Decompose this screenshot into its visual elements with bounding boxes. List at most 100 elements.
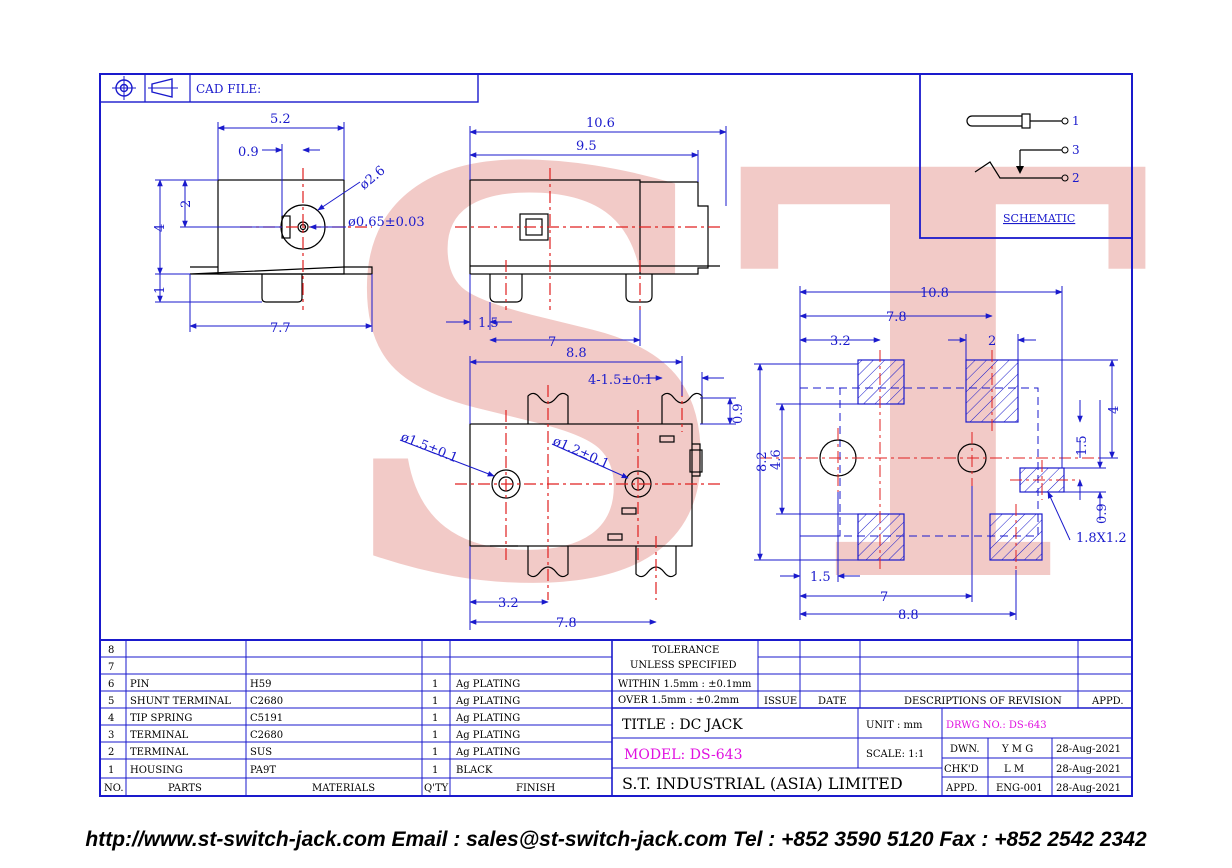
tolerance-over: OVER 1.5mm : ±0.2mm (618, 695, 740, 706)
bom-qty-2: 1 (432, 747, 438, 758)
dim-10-8: 10.8 (920, 286, 949, 301)
dim-1-5-pcb-v: 1.5 (1075, 435, 1090, 456)
company-name: S.T. INDUSTRIAL (ASIA) LIMITED (622, 774, 903, 793)
dim-8-8-pcb: 8.8 (898, 608, 919, 623)
bom-mat-4: C5191 (250, 713, 283, 724)
dim-4-pcb: 4 (1107, 406, 1122, 414)
cad-file-label: CAD FILE: (196, 82, 261, 96)
pcb-layout (760, 350, 1100, 570)
dim-8-8: 8.8 (566, 346, 587, 361)
dim-7-8-pcb: 7.8 (886, 310, 907, 325)
scale-label: SCALE: 1:1 (866, 749, 924, 760)
bom-fin-1: BLACK (456, 765, 493, 776)
cad-header: CAD FILE: (99, 73, 479, 103)
projection-cone-icon (148, 78, 178, 98)
revision-issue-header: ISSUE (764, 696, 797, 707)
unit-label: UNIT : mm (866, 720, 923, 731)
dim-0-9-pcb: 0.9 (1095, 503, 1110, 524)
bom-no-1: 1 (108, 765, 114, 776)
dim-7: 7 (548, 335, 556, 350)
bom-qty-4: 1 (432, 713, 438, 724)
side-view-labels: 10.6 9.5 1.5 7 (478, 116, 615, 350)
chkd-date: 28-Aug-2021 (1056, 764, 1121, 775)
dim-8-2: 8.2 (755, 451, 770, 472)
top-view (455, 385, 720, 600)
revision-date-header: DATE (818, 696, 847, 707)
dim-2: 2 (179, 200, 194, 208)
top-view-dims (399, 356, 736, 630)
dim-7-pcb: 7 (880, 590, 888, 605)
appd-label: APPD. (945, 783, 978, 794)
dim-4-6: 4.6 (769, 449, 784, 470)
model-number: MODEL: DS-643 (624, 747, 743, 763)
bom-no-2: 2 (108, 747, 114, 758)
dim-9-5: 9.5 (576, 139, 597, 154)
schematic-pin-2: 2 (1072, 171, 1080, 185)
appd-name: ENG-001 (996, 783, 1043, 794)
tolerance-title: TOLERANCE (652, 645, 719, 656)
bom-header-qty: Q'TY (424, 783, 449, 794)
tolerance-block: TOLERANCE UNLESS SPECIFIED WITHIN 1.5mm … (618, 645, 1124, 707)
dwn-label: DWN. (950, 744, 980, 755)
bom-no-5: 5 (108, 696, 114, 707)
title-block-grid (612, 708, 1132, 796)
bom-header-parts: PARTS (168, 783, 202, 794)
bom-header-no: NO. (104, 783, 124, 794)
bom-qty-1: 1 (432, 765, 438, 776)
dim-5-2: 5.2 (270, 112, 291, 127)
bom-no-8: 8 (108, 645, 114, 656)
tolerance-within: WITHIN 1.5mm : ±0.1mm (618, 679, 752, 690)
dim-3-2-pcb: 3.2 (830, 334, 851, 349)
watermark-text: ST (330, 50, 1151, 708)
bom-header-finish: FINISH (516, 783, 555, 794)
bom-part-1: HOUSING (130, 765, 183, 776)
bom-fin-2: Ag PLATING (455, 747, 520, 758)
bom-table-text: 8 7 6 PIN H59 1 Ag PLATING 5 SHUNT TERMI… (104, 645, 555, 794)
dim-1-5-pcb: 1.5 (810, 570, 831, 585)
dim-1: 1 (153, 286, 168, 294)
bom-qty-3: 1 (432, 730, 438, 741)
hole-inner-diameter: ø0.65±0.03 (348, 215, 425, 230)
drawing-title: TITLE : DC JACK (622, 717, 743, 733)
pcb-layout-labels: 10.8 7.8 3.2 2 8.2 4.6 4 1.5 0.9 1.5 7 8… (755, 286, 1127, 623)
dim-0-9-top: 0.9 (731, 403, 746, 424)
st-watermark: ST (330, 50, 1151, 708)
dim-7-7: 7.7 (270, 321, 291, 336)
chkd-name: L M (1004, 764, 1024, 775)
bom-qty-5: 1 (432, 696, 438, 707)
dim-0-9: 0.9 (238, 145, 259, 160)
bom-part-3: TERMINAL (130, 730, 189, 741)
pcb-pad-3 (857, 513, 905, 561)
drawing-number: DRWG NO.: DS-643 (946, 720, 1047, 731)
schematic-pin-1: 1 (1072, 114, 1080, 128)
dim-4: 4 (153, 224, 168, 232)
bom-fin-6: Ag PLATING (455, 679, 520, 690)
pcb-pad-1 (857, 359, 905, 405)
dwn-date: 28-Aug-2021 (1056, 744, 1121, 755)
bom-part-5: SHUNT TERMINAL (130, 696, 231, 707)
dwn-name: Y M G (1001, 744, 1033, 755)
bom-table (100, 639, 1132, 796)
title-block: TITLE : DC JACK MODEL: DS-643 S.T. INDUS… (622, 717, 1121, 794)
projection-circle-icon (112, 76, 136, 100)
pcb-layout-dims (754, 286, 1118, 620)
dim-7-8-top: 7.8 (556, 616, 577, 631)
bom-header-materials: MATERIALS (312, 783, 375, 794)
contact-footer: http://www.st-switch-jack.com Email : sa… (85, 828, 1147, 851)
bom-fin-3: Ag PLATING (455, 730, 520, 741)
schematic-title: SCHEMATIC (1003, 212, 1075, 225)
bom-part-2: TERMINAL (130, 747, 189, 758)
dim-2-pcb: 2 (988, 334, 996, 349)
bom-mat-2: SUS (250, 747, 272, 758)
revision-appd-header: APPD. (1091, 696, 1124, 707)
bom-fin-4: Ag PLATING (455, 713, 520, 724)
bom-mat-3: C2680 (250, 730, 283, 741)
bom-mat-5: C2680 (250, 696, 283, 707)
bom-no-3: 3 (108, 730, 114, 741)
bom-no-6: 6 (108, 679, 114, 690)
bom-part-4: TIP SPRING (130, 713, 192, 724)
bom-no-4: 4 (108, 713, 114, 724)
revision-desc-header: DESCRIPTIONS OF REVISION (904, 696, 1062, 707)
bom-no-7: 7 (108, 662, 114, 673)
